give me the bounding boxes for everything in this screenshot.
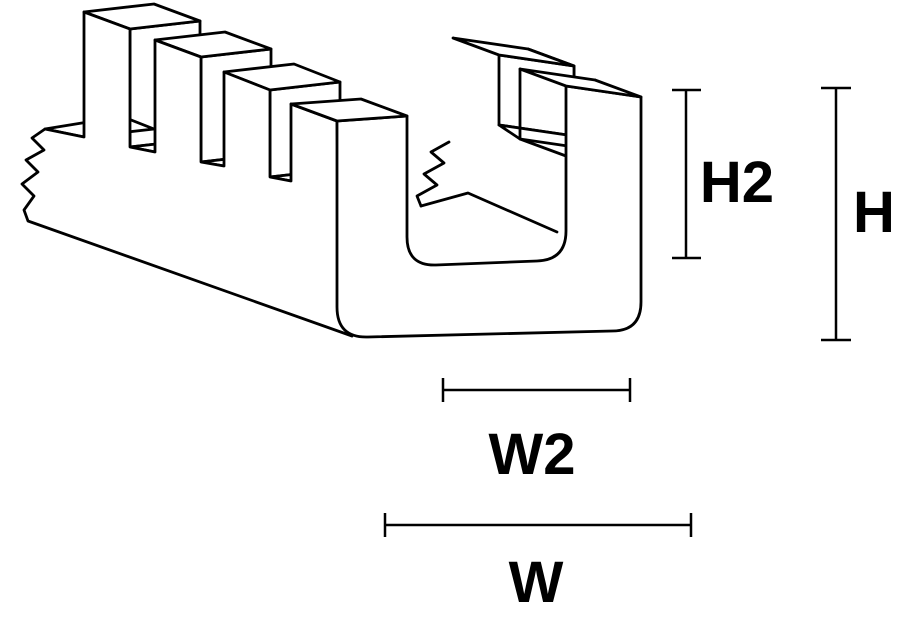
tooth-right1-top-face (518, 67, 643, 99)
dimension-h2: H2 (672, 88, 774, 260)
tooth-right2-top-face (451, 36, 576, 68)
dimension-w: W (383, 513, 693, 615)
channel-floor-edges (419, 191, 559, 234)
tooth1-top-face (289, 97, 409, 123)
tooth-right1-inner-edges (518, 67, 568, 158)
dimension-label-h: H (853, 180, 895, 245)
dimension-label-w2: W2 (489, 422, 576, 487)
channel-break-jagged (415, 140, 451, 208)
dimension-h: H (821, 86, 895, 342)
dimension-h-line (821, 86, 851, 342)
dimension-label-w: W (509, 550, 564, 615)
dimension-h2-line (672, 88, 701, 260)
dimension-w-line (383, 513, 693, 537)
front-u-face (335, 84, 643, 339)
dimension-w2-line (441, 378, 632, 402)
dimension-label-h2: H2 (700, 150, 774, 215)
near-wall-outer-face (20, 10, 354, 338)
grommet-body (20, 2, 643, 339)
tooth-right2-slot-face (497, 53, 576, 138)
dimension-w2: W2 (441, 378, 632, 487)
